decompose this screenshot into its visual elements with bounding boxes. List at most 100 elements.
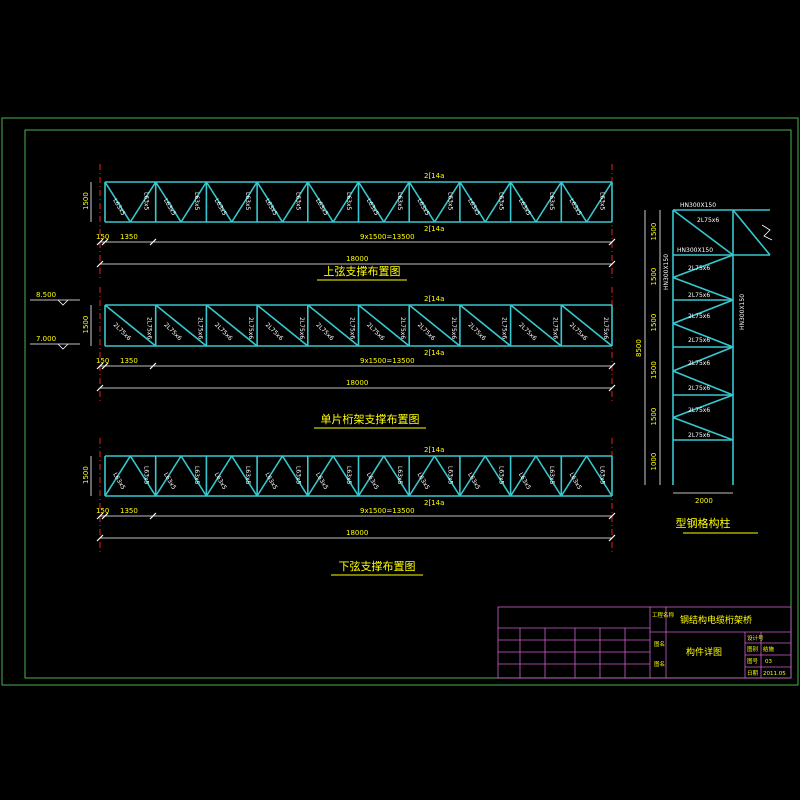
bottom-chord-member-label: L63x5 <box>345 466 352 485</box>
single-truss-diagonal <box>459 304 512 347</box>
top-chord-diagonal <box>535 181 562 223</box>
bottom-chord-height-dim: 1500 <box>82 466 90 484</box>
column-mid-beam-label: HN300X150 <box>677 247 713 254</box>
single-truss-diagonal <box>205 304 258 347</box>
bottom-chord-diagonal <box>104 455 132 497</box>
tb-right-label-1: 图别 <box>747 645 758 653</box>
bottom-chord-diagonal <box>307 455 334 497</box>
top-chord-member-label: L63x5 <box>162 198 177 218</box>
top-chord-diagonal <box>433 181 461 223</box>
bottom-chord-member-label: L63x5 <box>294 466 301 485</box>
column-k-brace <box>672 394 734 419</box>
single-truss-dim-tick <box>101 362 109 370</box>
bottom-chord-diagonal <box>231 455 258 497</box>
top-chord-member-label: L63x5 <box>314 198 329 218</box>
top-chord-diagonal <box>585 181 613 223</box>
column-left-leg-label: HN300X150 <box>663 254 670 290</box>
top-chord-diagonal <box>509 181 537 223</box>
top-chord-top-chord-label: 2[14a <box>424 172 444 180</box>
single-truss-diagonal <box>510 304 562 347</box>
single-truss-member-label: 2L75x6 <box>349 317 356 339</box>
single-truss-dim-tick <box>149 362 157 370</box>
top-chord-diagonal <box>256 181 284 223</box>
single-truss-dim-first: 1350 <box>120 357 138 365</box>
top-chord-member-label: L63x5 <box>244 192 251 211</box>
top-chord-diagonal <box>560 181 588 223</box>
bottom-chord-diagonal <box>408 455 436 497</box>
top-chord-member-label: L63x5 <box>193 192 200 211</box>
column-break-mark <box>761 224 773 241</box>
top-chord-member-label: L63x5 <box>396 192 403 211</box>
bottom-chord-member-label: L63x5 <box>193 466 200 485</box>
top-chord-dim-tick <box>608 260 616 268</box>
elevation-marker-bottom: 7.000 <box>30 335 80 350</box>
top-chord-member-label: L63x5 <box>568 198 583 218</box>
column-title: 型钢格构柱 <box>676 516 731 530</box>
outer-frame <box>1 117 799 686</box>
bottom-chord-diagonal <box>535 455 562 497</box>
column-k-brace <box>672 254 734 279</box>
bottom-chord-dim-first: 1350 <box>120 507 138 515</box>
column-k-brace <box>672 370 734 396</box>
single-truss-diagonal <box>104 304 157 347</box>
column-brace-label: 2L75x6 <box>688 432 710 439</box>
top-chord-diagonal <box>155 181 182 223</box>
column-k-brace <box>672 346 734 372</box>
column-top-brace-label: 2L75x6 <box>697 217 719 224</box>
tb-field-label-0: 图名 <box>654 640 665 648</box>
bottom-chord-diagonal <box>332 455 360 497</box>
single-truss-dim-tick <box>96 384 104 392</box>
top-chord-member-label: L63x5 <box>548 192 555 211</box>
column-k-brace <box>672 299 734 325</box>
top-chord-diagonal <box>357 181 385 223</box>
single-truss-member-label: 2L75x6 <box>602 317 609 339</box>
single-truss-diagonal <box>155 304 207 347</box>
column-k-brace <box>672 416 734 441</box>
top-chord-title: 上弦支撑布置图 <box>324 264 401 278</box>
column-k-brace <box>672 276 734 301</box>
top-chord-diagonal <box>408 181 436 223</box>
single-truss-diagonal <box>357 304 410 347</box>
single-truss-height-dim: 1500 <box>82 316 90 334</box>
bottom-chord-diagonal <box>205 455 233 497</box>
column-right-leg-label: HN300X150 <box>739 294 746 330</box>
single-truss-bottom-chord-label: 2[14a <box>424 349 444 357</box>
single-truss-dim-total: 18000 <box>346 379 368 387</box>
bottom-chord-member-label: L63x5 <box>142 466 149 485</box>
single-truss-title: 单片桁架支撑布置图 <box>321 412 420 426</box>
single-truss-bracing-plan: 2L75x6 2L75x6 2L75x6 2L75x6 2L75x6 2L75x6 2L75… <box>82 287 616 429</box>
bottom-chord-diagonal <box>155 455 182 497</box>
bottom-chord-diagonal <box>509 455 537 497</box>
tb-field-label-1: 图名 <box>654 660 665 668</box>
bottom-chord-diagonal <box>459 455 486 497</box>
single-truss-member-label: 2L75x6 <box>247 317 254 339</box>
top-chord-member-label: L63x5 <box>466 198 481 218</box>
single-truss-member-label: 2L75x6 <box>298 317 305 339</box>
single-truss-member-label: 2L75x6 <box>399 317 406 339</box>
column-height-dim: 1500 <box>650 223 658 241</box>
bottom-chord-dim-tick <box>608 512 616 520</box>
column-height-dim: 1500 <box>650 314 658 332</box>
top-chord-member-label: L63x5 <box>263 198 278 218</box>
column-brace-label: 2L75x6 <box>688 337 710 344</box>
top-chord-member-label: L63x5 <box>517 198 532 218</box>
inner-frame <box>24 129 792 679</box>
column-top-beam-label: HN300X150 <box>680 202 716 209</box>
top-chord-member-label: L63x5 <box>294 192 301 211</box>
single-truss-dim-tick <box>608 362 616 370</box>
single-truss-member-label: 2L75x6 <box>146 317 153 339</box>
column-brace-label: 2L75x6 <box>688 407 710 414</box>
column-brace-label: 2L75x6 <box>688 313 710 320</box>
top-chord-diagonal <box>180 181 208 223</box>
top-chord-dim-start: 150 <box>96 233 109 241</box>
top-chord-member-label: L63x5 <box>599 192 606 211</box>
top-chord-dim-tick <box>101 238 109 246</box>
bottom-chord-member-label: L63x5 <box>599 466 606 485</box>
top-chord-dim-tick <box>149 238 157 246</box>
top-chord-member-label: L63x5 <box>142 192 149 211</box>
column-total-height: 8500 <box>635 339 643 357</box>
single-truss-member-label: 2L75x6 <box>501 317 508 339</box>
tb-drawing-name: 构件详图 <box>686 646 722 658</box>
bottom-chord-dim-tick <box>101 512 109 520</box>
column-brace-label: 2L75x6 <box>688 360 710 367</box>
